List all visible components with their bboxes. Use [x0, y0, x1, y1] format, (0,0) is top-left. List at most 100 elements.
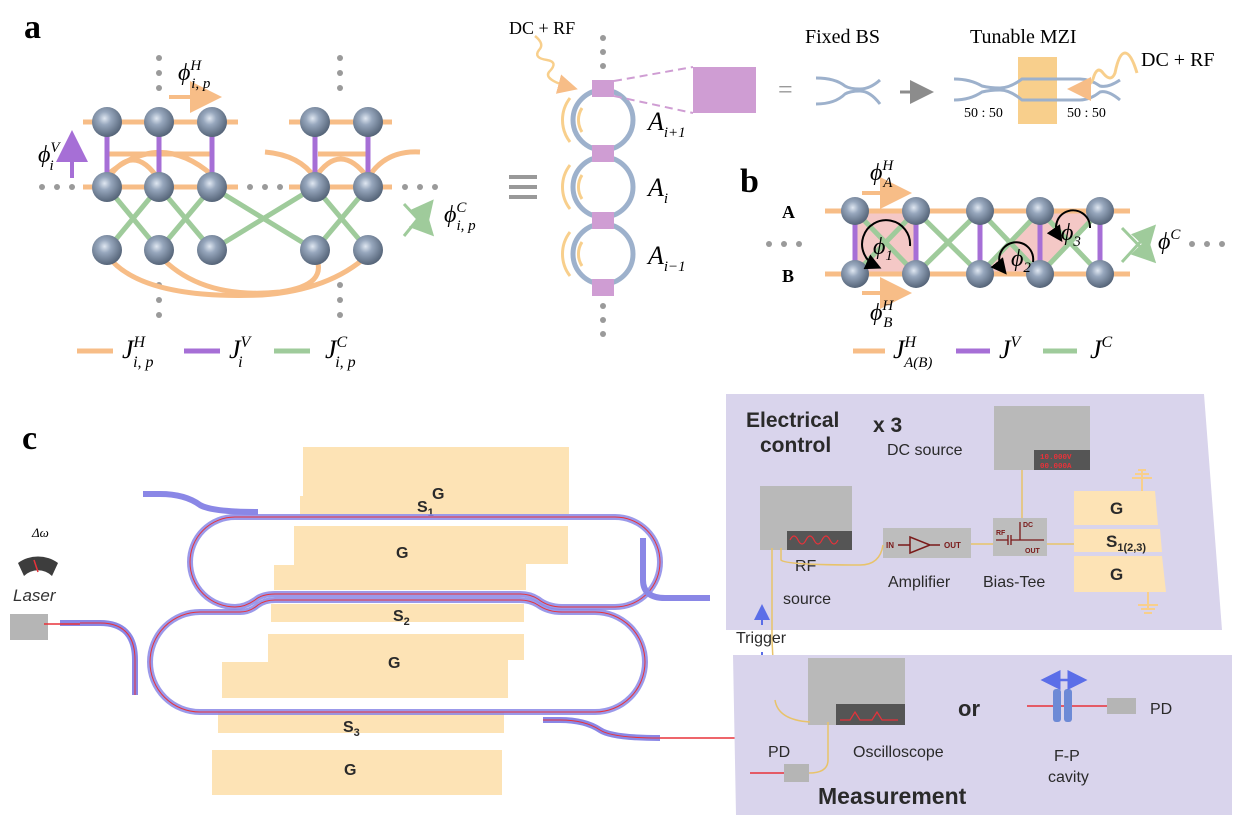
- bias-tee-label: Bias-Tee: [983, 574, 1045, 591]
- electrode-ground-bottom: [212, 750, 502, 795]
- trigger-label: Trigger: [736, 630, 787, 647]
- detuning-label: Δω: [31, 525, 49, 540]
- svg-text:S3: S3: [343, 719, 360, 739]
- svg-text:IN: IN: [886, 541, 894, 550]
- fp-label-2: cavity: [1048, 769, 1089, 786]
- photodetector-right-icon: [1107, 698, 1136, 714]
- electrode-labels: G S1 G S2 G S3 G: [343, 486, 444, 779]
- panel-a: a: [24, 9, 1215, 371]
- electrical-control-title-1: Electrical: [746, 409, 839, 432]
- chip-electrodes: [212, 447, 569, 795]
- phi-c-b-label: ϕC: [1158, 227, 1181, 255]
- coupler-implementation: = Fixed BS Tunable MZI DC + RF 50 : 50 5…: [778, 26, 1215, 124]
- panel-b: b A B: [740, 158, 1225, 371]
- panel-c-label: c: [22, 420, 37, 457]
- dc-source-label: DC source: [887, 442, 963, 459]
- bias-tee-symbol-icon: [996, 522, 1044, 545]
- ellipsis-dots-right: [1189, 241, 1225, 247]
- svg-text:G: G: [344, 762, 356, 779]
- panel-c: c G S1 G S2 G S3 G: [10, 394, 1232, 815]
- mzi-waveguides-icon: [953, 77, 1121, 102]
- split-ratio-right: 50 : 50: [1067, 106, 1106, 121]
- ring-label-lower: Ai−1: [646, 241, 686, 275]
- electrical-control-title-2: control: [760, 434, 831, 457]
- split-ratio-left: 50 : 50: [964, 106, 1003, 121]
- ring-drive-label: DC + RF: [509, 18, 575, 38]
- fixed-bs-icon: [815, 76, 882, 106]
- gsg-electrodes: [1074, 491, 1166, 592]
- ellipsis-dots-left: [766, 241, 802, 247]
- oscilloscope-label: Oscilloscope: [853, 744, 944, 761]
- mzi-drive-label: DC + RF: [1141, 49, 1215, 71]
- pd-right-label: PD: [1150, 701, 1172, 718]
- phi-c-b-arrows-icon: [1120, 224, 1157, 264]
- laser: Δω Laser: [10, 525, 80, 640]
- drive-signal-icon: [534, 35, 578, 94]
- svg-text:S2: S2: [393, 608, 410, 628]
- electrode-ground-3: [222, 634, 524, 698]
- laser-box-icon: [10, 614, 48, 640]
- panel-b-label: b: [740, 163, 759, 200]
- oscilloscope-trace-icon: [840, 710, 898, 721]
- equivalence-icon: [509, 175, 537, 199]
- legend-b-label-jv: JV: [999, 334, 1023, 364]
- svg-text:RF: RF: [996, 530, 1006, 537]
- measurement-platform: or Oscilloscope PD Measurement F-P cavit…: [733, 655, 1232, 815]
- dc-display-current: 00.000A: [1040, 463, 1072, 471]
- electrode-ground-top: [303, 447, 569, 497]
- svg-text:G: G: [432, 486, 444, 503]
- laser-label: Laser: [13, 586, 57, 605]
- flux-label-1: ϕ1: [873, 234, 893, 264]
- svg-text:S1: S1: [417, 499, 434, 519]
- rf-source-label-2: source: [783, 591, 831, 608]
- equals-symbol: =: [778, 75, 793, 104]
- ring-label-upper: Ai+1: [646, 107, 686, 141]
- ring-label-middle: Ai: [646, 173, 668, 207]
- lattice-sites: [92, 107, 383, 265]
- multiplier-label: x 3: [873, 414, 902, 437]
- electrical-control-platform: Electrical control x 3 DC source 10.000V…: [726, 394, 1222, 770]
- flux-circulation-icons: [861, 209, 1092, 275]
- legend-b-label-jc: JC: [1090, 334, 1113, 364]
- detuning-dial-icon: [18, 556, 58, 576]
- fp-label-1: F-P: [1054, 748, 1080, 765]
- tunable-mzi-label: Tunable MZI: [970, 26, 1076, 48]
- electrode-signal-2: [271, 604, 524, 622]
- svg-text:G: G: [396, 545, 408, 562]
- row-a-label: A: [782, 202, 795, 222]
- svg-text:OUT: OUT: [944, 541, 961, 550]
- mzi-phase-electrode: [1018, 57, 1057, 124]
- flux-label-3: ϕ3: [1061, 220, 1081, 250]
- amplifier-label: Amplifier: [888, 574, 951, 591]
- waveguide-rings: [60, 491, 740, 741]
- dc-display-voltage: 10.000V: [1040, 454, 1072, 462]
- photodetector-left-icon: [784, 764, 809, 782]
- electrode-signal-3: [218, 712, 504, 733]
- gsg-signal: S1(2,3): [1106, 532, 1146, 554]
- rf-source-label-1: RF: [795, 558, 817, 575]
- amplifier-symbol-icon: [898, 535, 940, 555]
- panel-a-label: a: [24, 9, 41, 46]
- gsg-ground-bottom: G: [1110, 565, 1123, 584]
- coupler-zoom-box: [693, 67, 756, 113]
- svg-text:OUT: OUT: [1025, 548, 1041, 555]
- measurement-title: Measurement: [818, 783, 967, 809]
- svg-text:G: G: [388, 655, 400, 672]
- cross-couplings: [105, 184, 370, 253]
- ring-chain: DC + RF Ai+1 Ai Ai−1: [509, 18, 756, 337]
- svg-text:DC: DC: [1023, 522, 1033, 529]
- or-label: or: [958, 696, 980, 721]
- electrode-signal-1: [300, 496, 569, 514]
- fp-cavity-icon: [1053, 689, 1072, 722]
- pd-left-label: PD: [768, 744, 790, 761]
- fixed-bs-label: Fixed BS: [805, 26, 880, 48]
